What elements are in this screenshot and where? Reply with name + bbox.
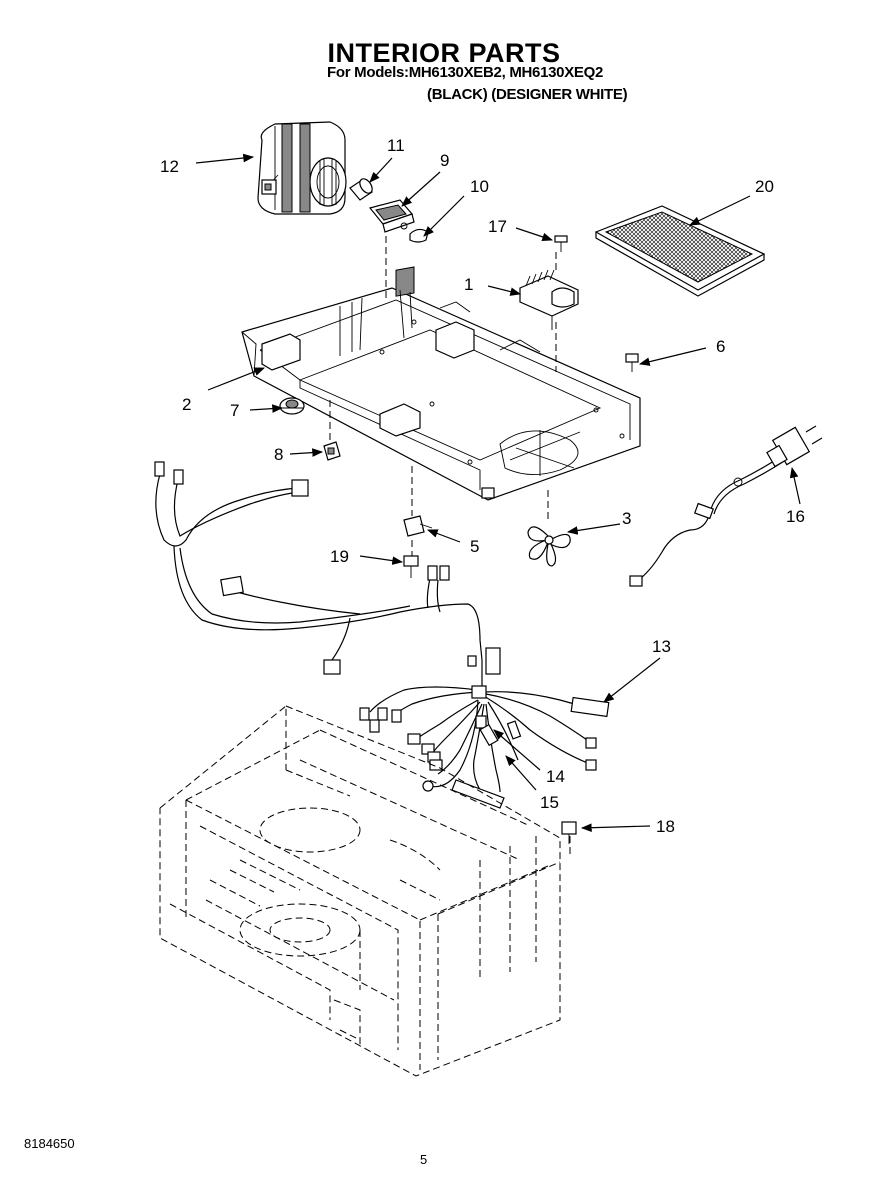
screw-part-17 (554, 235, 568, 252)
callout-20: 20 (755, 177, 774, 196)
callout-labels: 12 11 9 10 20 17 1 6 2 7 8 5 19 3 16 13 … (160, 136, 805, 836)
document-number: 8184650 (24, 1136, 75, 1151)
callout-2: 2 (182, 395, 191, 414)
callout-19: 19 (330, 547, 349, 566)
callout-13: 13 (652, 637, 671, 656)
power-cord-part (629, 425, 823, 587)
header: INTERIOR PARTS For Models:MH6130XEB2, MH… (0, 0, 888, 120)
callout-6: 6 (716, 337, 725, 356)
callout-14: 14 (546, 767, 565, 786)
page-number: 5 (420, 1152, 428, 1167)
colors-line: (BLACK) (DESIGNER WHITE) (427, 86, 628, 103)
sensor-part (519, 269, 579, 330)
screw-part-18 (561, 821, 577, 844)
callout-18: 18 (656, 817, 675, 836)
callout-3: 3 (622, 509, 631, 528)
switch-part-8 (323, 441, 341, 461)
switch-part-5 (403, 515, 433, 537)
callout-7: 7 (230, 401, 239, 420)
tube-part (349, 178, 373, 201)
callout-5: 5 (470, 537, 479, 556)
bracket-part (368, 199, 415, 233)
blower-motor-part (257, 121, 347, 215)
grease-filter-part (594, 205, 766, 297)
fan-blade-part (527, 526, 571, 567)
models-line: For Models:MH6130XEB2, MH6130XEQ2 (327, 64, 604, 81)
thermostat-part (279, 397, 305, 415)
wiring-harness-upper (154, 461, 501, 675)
base-plate-part (241, 266, 641, 501)
callout-11: 11 (387, 136, 405, 155)
callout-16: 16 (786, 507, 805, 526)
callout-arrows (195, 153, 801, 833)
callout-8: 8 (274, 445, 283, 464)
callout-1: 1 (464, 275, 473, 294)
clip-part (409, 228, 429, 243)
callout-17: 17 (488, 217, 507, 236)
screw-part-6 (625, 353, 639, 372)
callout-9: 9 (440, 151, 449, 170)
oven-cavity-outline (159, 704, 561, 1077)
callout-15: 15 (540, 793, 559, 812)
wiring-harness-lower (359, 660, 610, 809)
callout-12: 12 (160, 157, 179, 176)
callout-10: 10 (470, 177, 489, 196)
page-title: INTERIOR PARTS (327, 38, 561, 68)
screw-part-19 (403, 555, 419, 578)
